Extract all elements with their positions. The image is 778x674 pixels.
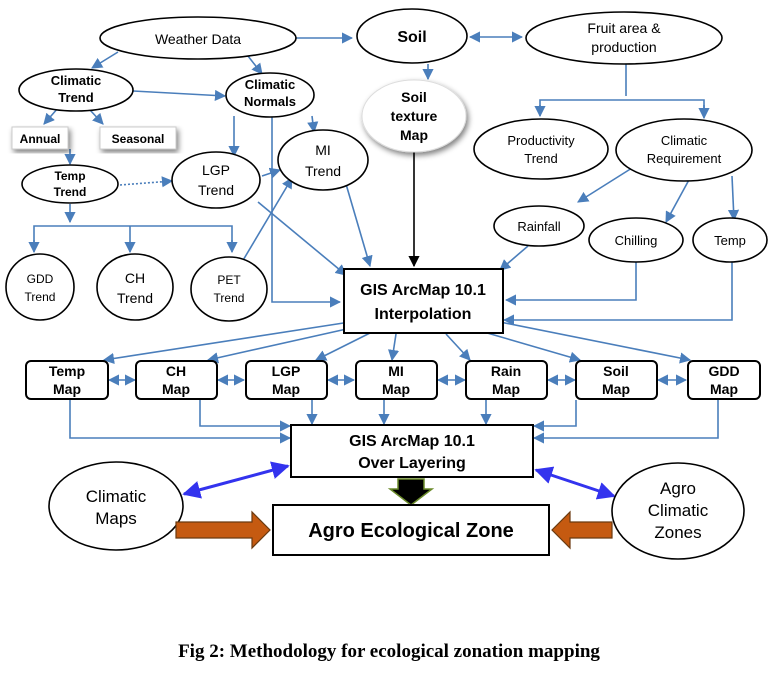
agro-ecological-zone-label: Agro Ecological Zone [308, 520, 514, 542]
soil-texture-line-1: Soil [401, 89, 427, 105]
temp-map-line-2: Map [53, 381, 81, 397]
map-boxes: Temp Map CH Map LGP Map MI Map Rain Map … [25, 360, 761, 400]
rainfall-label: Rainfall [517, 219, 560, 234]
climatic-maps-node: Climatic Maps [48, 461, 184, 551]
temp-map-box: Temp Map [25, 360, 109, 400]
weather-data-node: Weather Data [99, 16, 297, 60]
gdd-trend-node: GDD Trend [5, 253, 75, 321]
agro-climatic-line-2: Climatic [648, 501, 709, 520]
ch-map-line-2: Map [162, 381, 190, 397]
gis-interpolation-box: GIS ArcMap 10.1 Interpolation [343, 268, 504, 334]
climatic-trend-line-2: Trend [58, 90, 93, 105]
temp-map-line-1: Temp [49, 363, 85, 379]
soil-texture-line-3: Map [400, 127, 428, 143]
ch-trend-line-1: CH [125, 270, 145, 286]
mi-trend-line-2: Trend [305, 163, 341, 179]
temp-label: Temp [714, 233, 746, 248]
soil-map-line-2: Map [602, 381, 630, 397]
right-block-arrow [551, 510, 613, 550]
climatic-normals-line-2: Normals [244, 94, 296, 109]
lgp-map-box: LGP Map [245, 360, 328, 400]
gdd-trend-line-2: Trend [25, 290, 56, 304]
left-block-arrow [175, 510, 271, 550]
chilling-node: Chilling [588, 217, 684, 263]
pet-trend-node: PET Trend [190, 256, 268, 322]
lgp-trend-line-1: LGP [202, 162, 230, 178]
pet-trend-line-2: Trend [214, 291, 245, 305]
ch-map-line-1: CH [166, 363, 186, 379]
rain-map-line-1: Rain [491, 363, 521, 379]
climatic-normals-node: Climatic Normals [225, 72, 315, 118]
gdd-trend-line-1: GDD [27, 272, 54, 286]
gis-interpolation-line-2: Interpolation [375, 306, 472, 323]
climatic-normals-line-1: Climatic [245, 77, 296, 92]
soil-map-line-1: Soil [603, 363, 629, 379]
gdd-map-box: GDD Map [687, 360, 761, 400]
productivity-trend-node: Productivity Trend [473, 118, 609, 180]
climatic-req-line-1: Climatic [661, 133, 708, 148]
climatic-maps-line-2: Maps [95, 509, 137, 528]
rain-map-line-2: Map [492, 381, 520, 397]
agro-ecological-zone-box: Agro Ecological Zone [272, 504, 550, 556]
temp-trend-node: Temp Trend [21, 164, 119, 204]
gdd-map-line-1: GDD [708, 363, 739, 379]
gis-overlay-box: GIS ArcMap 10.1 Over Layering [290, 424, 534, 478]
lgp-map-line-1: LGP [272, 363, 301, 379]
temp-trend-line-2: Trend [54, 185, 87, 199]
mi-trend-line-1: MI [315, 142, 331, 158]
annual-label: Annual [20, 132, 61, 146]
fruit-area-line-2: production [591, 39, 656, 55]
ch-map-box: CH Map [135, 360, 218, 400]
annual-node: Annual [11, 126, 69, 150]
soil-map-box: Soil Map [575, 360, 658, 400]
down-block-arrow [387, 478, 435, 506]
climatic-req-line-2: Requirement [647, 151, 722, 166]
climatic-trend-node: Climatic Trend [18, 68, 134, 112]
rainfall-node: Rainfall [493, 205, 585, 247]
gis-overlay-line-1: GIS ArcMap 10.1 [349, 433, 475, 450]
temp-trend-line-1: Temp [54, 169, 85, 183]
lgp-trend-line-2: Trend [198, 182, 234, 198]
mi-trend-node: MI Trend [277, 129, 369, 191]
connectors [28, 31, 740, 500]
climatic-trend-line-1: Climatic [51, 73, 102, 88]
lgp-trend-node: LGP Trend [171, 151, 261, 209]
climatic-maps-line-1: Climatic [86, 487, 147, 506]
weather-data-label: Weather Data [155, 31, 241, 47]
seasonal-node: Seasonal [99, 126, 177, 150]
mi-map-box: MI Map [355, 360, 438, 400]
soil-label: Soil [397, 29, 426, 46]
mi-map-line-2: Map [382, 381, 410, 397]
rain-map-box: Rain Map [465, 360, 548, 400]
ch-trend-node: CH Trend [96, 253, 174, 321]
lgp-map-line-2: Map [272, 381, 300, 397]
gdd-map-line-2: Map [710, 381, 738, 397]
fruit-area-line-1: Fruit area & [587, 20, 661, 36]
gis-overlay-line-2: Over Layering [358, 455, 466, 472]
figure-caption: Fig 2: Methodology for ecological zonati… [178, 641, 600, 662]
soil-texture-line-2: texture [391, 108, 438, 124]
temp-node: Temp [692, 217, 768, 263]
fruit-area-node: Fruit area & production [525, 11, 723, 65]
soil-texture-map-node: Soil texture Map [361, 79, 467, 153]
agro-climatic-zones-node: Agro Climatic Zones [611, 462, 745, 560]
climatic-requirement-node: Climatic Requirement [615, 118, 753, 182]
seasonal-label: Seasonal [112, 132, 165, 146]
agro-climatic-line-1: Agro [660, 479, 696, 498]
ch-trend-line-2: Trend [117, 290, 153, 306]
agro-climatic-line-3: Zones [654, 523, 701, 542]
mi-map-line-1: MI [388, 363, 404, 379]
pet-trend-line-1: PET [217, 273, 241, 287]
chilling-label: Chilling [615, 233, 658, 248]
soil-node: Soil [356, 8, 468, 64]
productivity-line-2: Trend [524, 151, 557, 166]
productivity-line-1: Productivity [507, 133, 575, 148]
gis-interpolation-line-1: GIS ArcMap 10.1 [360, 282, 486, 299]
